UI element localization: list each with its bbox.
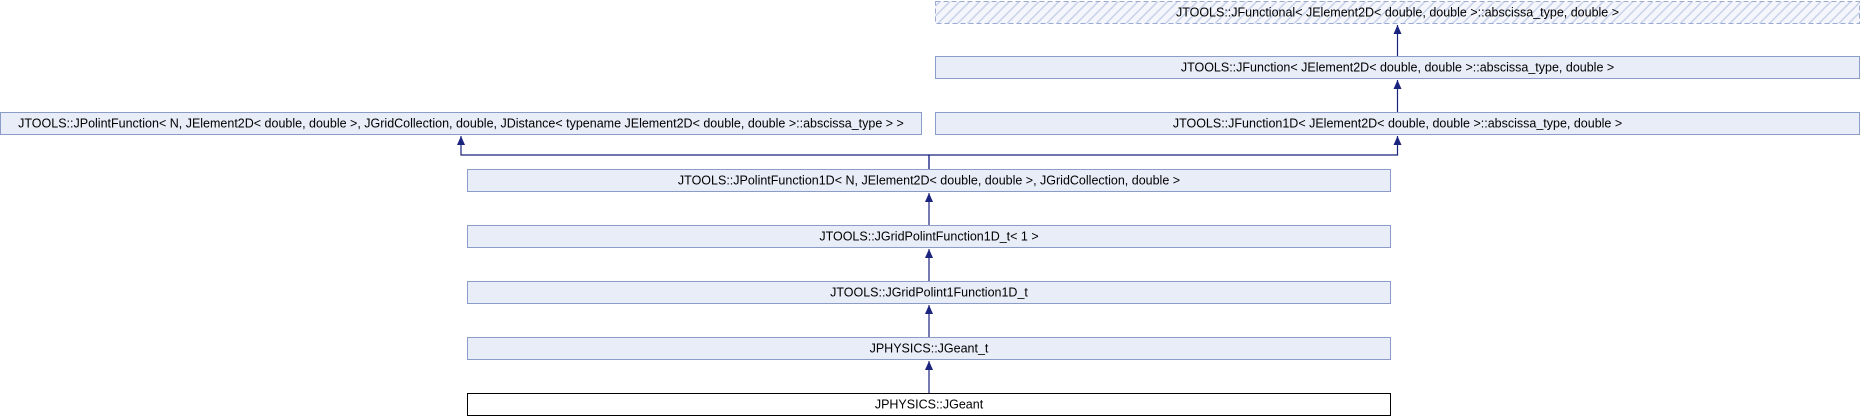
class-node-jgridpolint1function1d[interactable]: JTOOLS::JGridPolint1Function1D_t bbox=[467, 281, 1391, 304]
class-node-box bbox=[935, 1, 1860, 24]
class-node-box bbox=[467, 281, 1391, 304]
inheritance-edge-jpolintfunction1d-to-jpolintfunction bbox=[457, 136, 930, 169]
inheritance-edge-jpolintfunction1d-to-jfunction1d bbox=[928, 136, 1402, 169]
class-node-jfunctional[interactable]: JTOOLS::JFunctional< JElement2D< double,… bbox=[935, 1, 1860, 24]
class-node-jpolintfunction1d[interactable]: JTOOLS::JPolintFunction1D< N, JElement2D… bbox=[467, 169, 1391, 192]
class-node-jgeant[interactable]: JPHYSICS::JGeant bbox=[467, 393, 1391, 416]
class-node-label: JPHYSICS::JGeant_t bbox=[870, 342, 989, 356]
class-node-label: JTOOLS::JFunction1D< JElement2D< double,… bbox=[1173, 117, 1622, 131]
edges-layer bbox=[457, 25, 1402, 393]
class-node-jfunction[interactable]: JTOOLS::JFunction< JElement2D< double, d… bbox=[935, 56, 1860, 79]
class-node-box bbox=[467, 337, 1391, 360]
class-node-label: JTOOLS::JFunctional< JElement2D< double,… bbox=[1176, 6, 1619, 20]
class-node-label: JTOOLS::JFunction< JElement2D< double, d… bbox=[1181, 61, 1614, 75]
class-node-label: JPHYSICS::JGeant bbox=[875, 398, 984, 412]
class-node-label: JTOOLS::JGridPolint1Function1D_t bbox=[830, 286, 1028, 300]
class-node-box bbox=[467, 169, 1391, 192]
class-node-jpolintfunction[interactable]: JTOOLS::JPolintFunction< N, JElement2D< … bbox=[0, 112, 922, 135]
class-node-jgridpolintfunction1d[interactable]: JTOOLS::JGridPolintFunction1D_t< 1 > bbox=[467, 225, 1391, 248]
class-node-jgeant_t[interactable]: JPHYSICS::JGeant_t bbox=[467, 337, 1391, 360]
class-node-label: JTOOLS::JGridPolintFunction1D_t< 1 > bbox=[819, 230, 1038, 244]
class-node-box bbox=[467, 225, 1391, 248]
class-node-label: JTOOLS::JPolintFunction1D< N, JElement2D… bbox=[678, 174, 1180, 188]
class-node-jfunction1d[interactable]: JTOOLS::JFunction1D< JElement2D< double,… bbox=[935, 112, 1860, 135]
class-node-label: JTOOLS::JPolintFunction< N, JElement2D< … bbox=[18, 117, 904, 131]
class-node-box bbox=[0, 112, 922, 135]
